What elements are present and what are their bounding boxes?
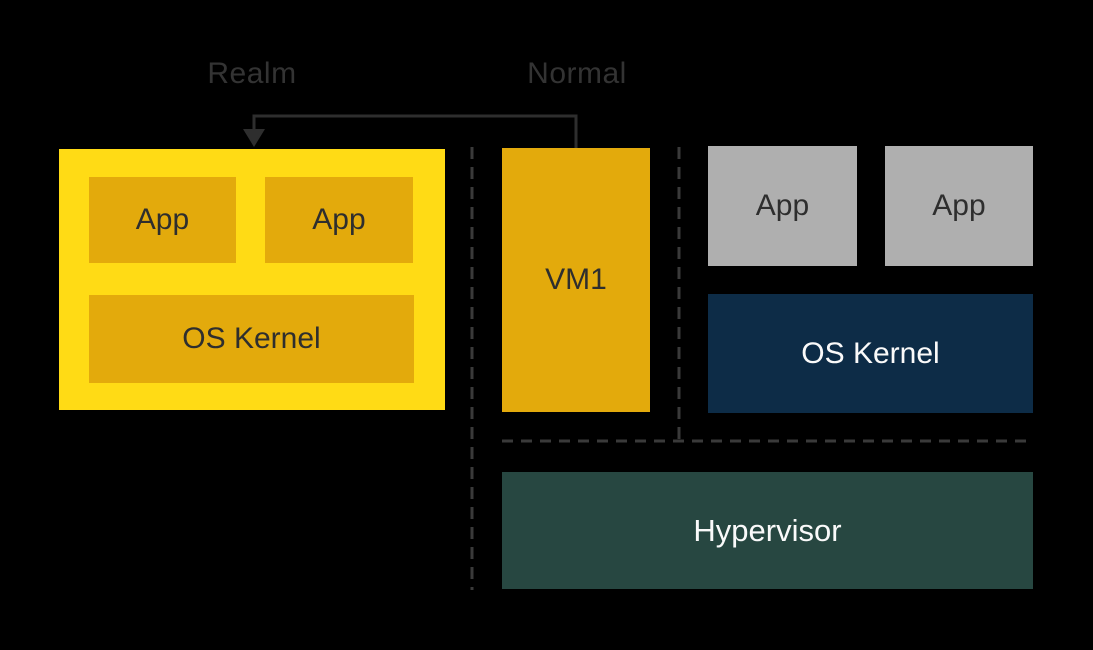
normal-world-label: Normal bbox=[527, 57, 627, 90]
vm1-box: VM1 bbox=[502, 148, 650, 412]
realm-app-box: App bbox=[89, 177, 236, 263]
normal-os-kernel-box: OS Kernel bbox=[708, 294, 1033, 413]
hypervisor-box: Hypervisor bbox=[502, 472, 1033, 589]
realm-app-box: App bbox=[265, 177, 413, 263]
normal-app-box: App bbox=[885, 146, 1033, 266]
vm-migration-arrow-line bbox=[252, 114, 578, 148]
realm-world-label: Realm bbox=[207, 57, 297, 90]
realm-os-kernel-box: OS Kernel bbox=[89, 295, 414, 383]
vm-migration-arrowhead bbox=[243, 129, 265, 147]
normal-app-box: App bbox=[708, 146, 857, 266]
realm-container: App App OS Kernel bbox=[59, 149, 445, 410]
